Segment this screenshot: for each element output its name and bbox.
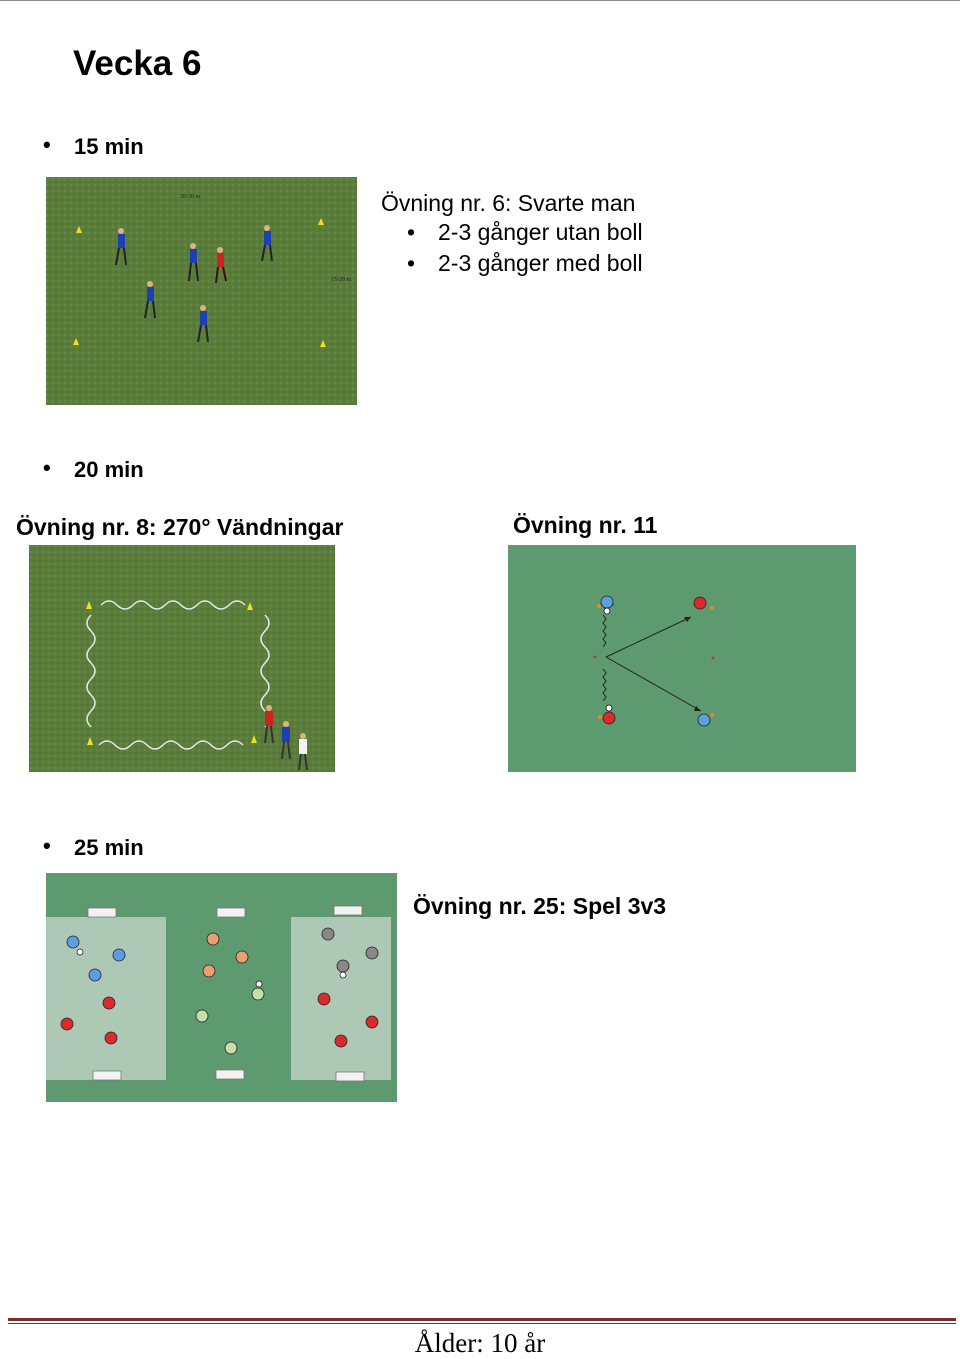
drill-instructions-list: •2-3 gånger utan boll •2-3 gånger med bo… (381, 217, 643, 279)
field-label-length: 20-30 m (180, 194, 200, 200)
drill-image-11 (508, 545, 856, 772)
time-label: 25 min (74, 835, 144, 860)
drill-title: Övning nr. 6: Svarte man (381, 190, 643, 217)
time-bullet-25: • 25 min (74, 835, 144, 861)
drill-image-svarte-man: 20-30 m 15-20 m (46, 177, 357, 405)
list-item: •2-3 gånger utan boll (381, 217, 643, 248)
bullet-dot-icon: • (43, 833, 51, 859)
footer-rule-thin (8, 1323, 956, 1324)
top-rule (0, 0, 960, 1)
field-label-width: 15-20 m (331, 277, 351, 283)
bullet-dot-icon: • (43, 455, 51, 481)
drill-title-vandningar: Övning nr. 8: 270° Vändningar (16, 514, 343, 541)
drill-image-vandningar (29, 545, 335, 772)
list-item: •2-3 gånger med boll (381, 248, 643, 279)
bullet-dot-icon: • (407, 248, 415, 279)
time-bullet-15: • 15 min (74, 134, 144, 160)
bullet-dot-icon: • (407, 217, 415, 248)
page-footer: Ålder: 10 år (0, 1328, 960, 1359)
bullet-dot-icon: • (43, 132, 51, 158)
drill-description-svarte-man: Övning nr. 6: Svarte man •2-3 gånger uta… (381, 190, 643, 279)
drill-title-spel-3v3: Övning nr. 25: Spel 3v3 (413, 893, 666, 920)
drill-title-11: Övning nr. 11 (513, 512, 657, 539)
time-label: 20 min (74, 457, 144, 482)
time-bullet-20: • 20 min (74, 457, 144, 483)
page-title: Vecka 6 (73, 44, 201, 84)
footer-rule (8, 1318, 956, 1321)
drill-image-spel-3v3 (46, 873, 397, 1102)
time-label: 15 min (74, 134, 144, 159)
zone-right (291, 917, 391, 1080)
